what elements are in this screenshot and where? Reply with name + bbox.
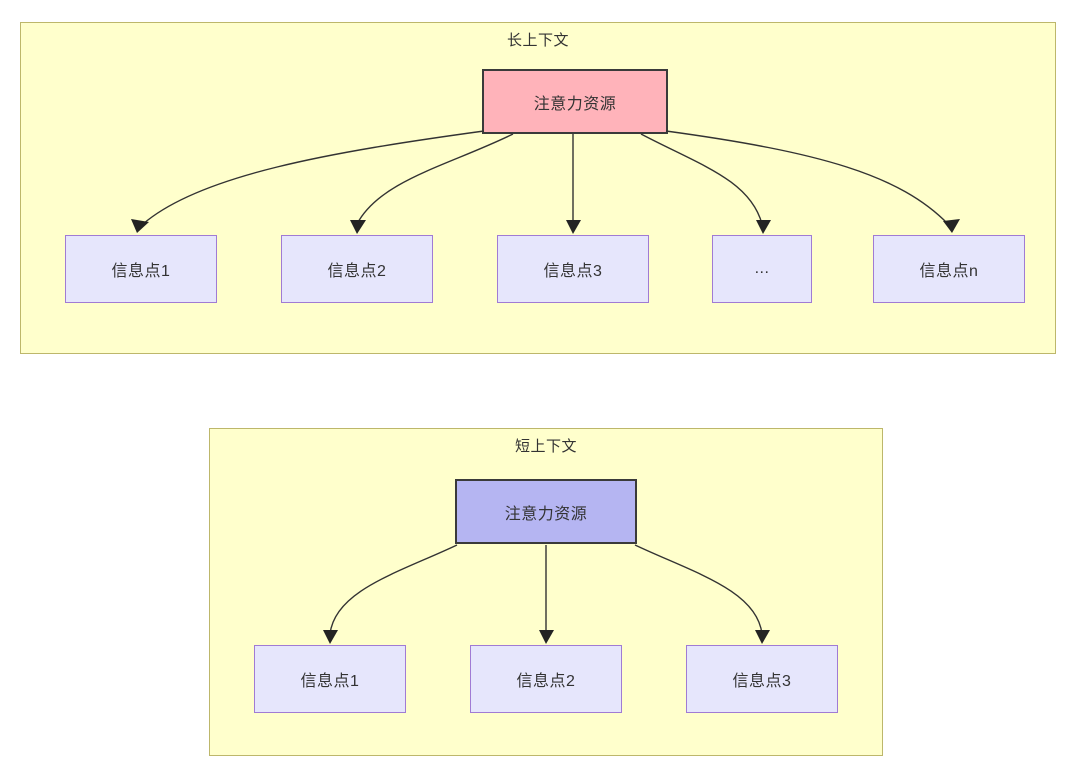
short-context-leaf-2[interactable]: 信息点2 (470, 645, 622, 713)
long-context-leaf-n[interactable]: 信息点n (873, 235, 1025, 303)
long-context-leaf-n-label: 信息点n (919, 263, 979, 280)
long-context-leaf-1-label: 信息点1 (111, 263, 171, 280)
short-context-leaf-2-label: 信息点2 (516, 673, 576, 690)
long-context-leaf-ellipsis-label: ... (754, 260, 770, 277)
long-context-leaf-2-label: 信息点2 (327, 263, 387, 280)
short-context-attention-resource-label: 注意力资源 (504, 505, 588, 523)
long-context-leaf-ellipsis[interactable]: ... (712, 235, 812, 303)
long-context-attention-resource-label: 注意力资源 (533, 95, 617, 113)
short-context-attention-resource-node[interactable]: 注意力资源 (455, 479, 637, 544)
short-context-leaf-1-label: 信息点1 (300, 673, 360, 690)
long-context-leaf-3[interactable]: 信息点3 (497, 235, 649, 303)
short-context-leaf-3-label: 信息点3 (732, 673, 792, 690)
long-context-leaf-2[interactable]: 信息点2 (281, 235, 433, 303)
group-short-context-title: 短上下文 (514, 438, 577, 455)
long-context-attention-resource-node[interactable]: 注意力资源 (482, 69, 668, 134)
short-context-leaf-3[interactable]: 信息点3 (686, 645, 838, 713)
long-context-leaf-1[interactable]: 信息点1 (65, 235, 217, 303)
short-context-leaf-1[interactable]: 信息点1 (254, 645, 406, 713)
group-long-context-title: 长上下文 (506, 32, 569, 49)
long-context-leaf-3-label: 信息点3 (543, 263, 603, 280)
